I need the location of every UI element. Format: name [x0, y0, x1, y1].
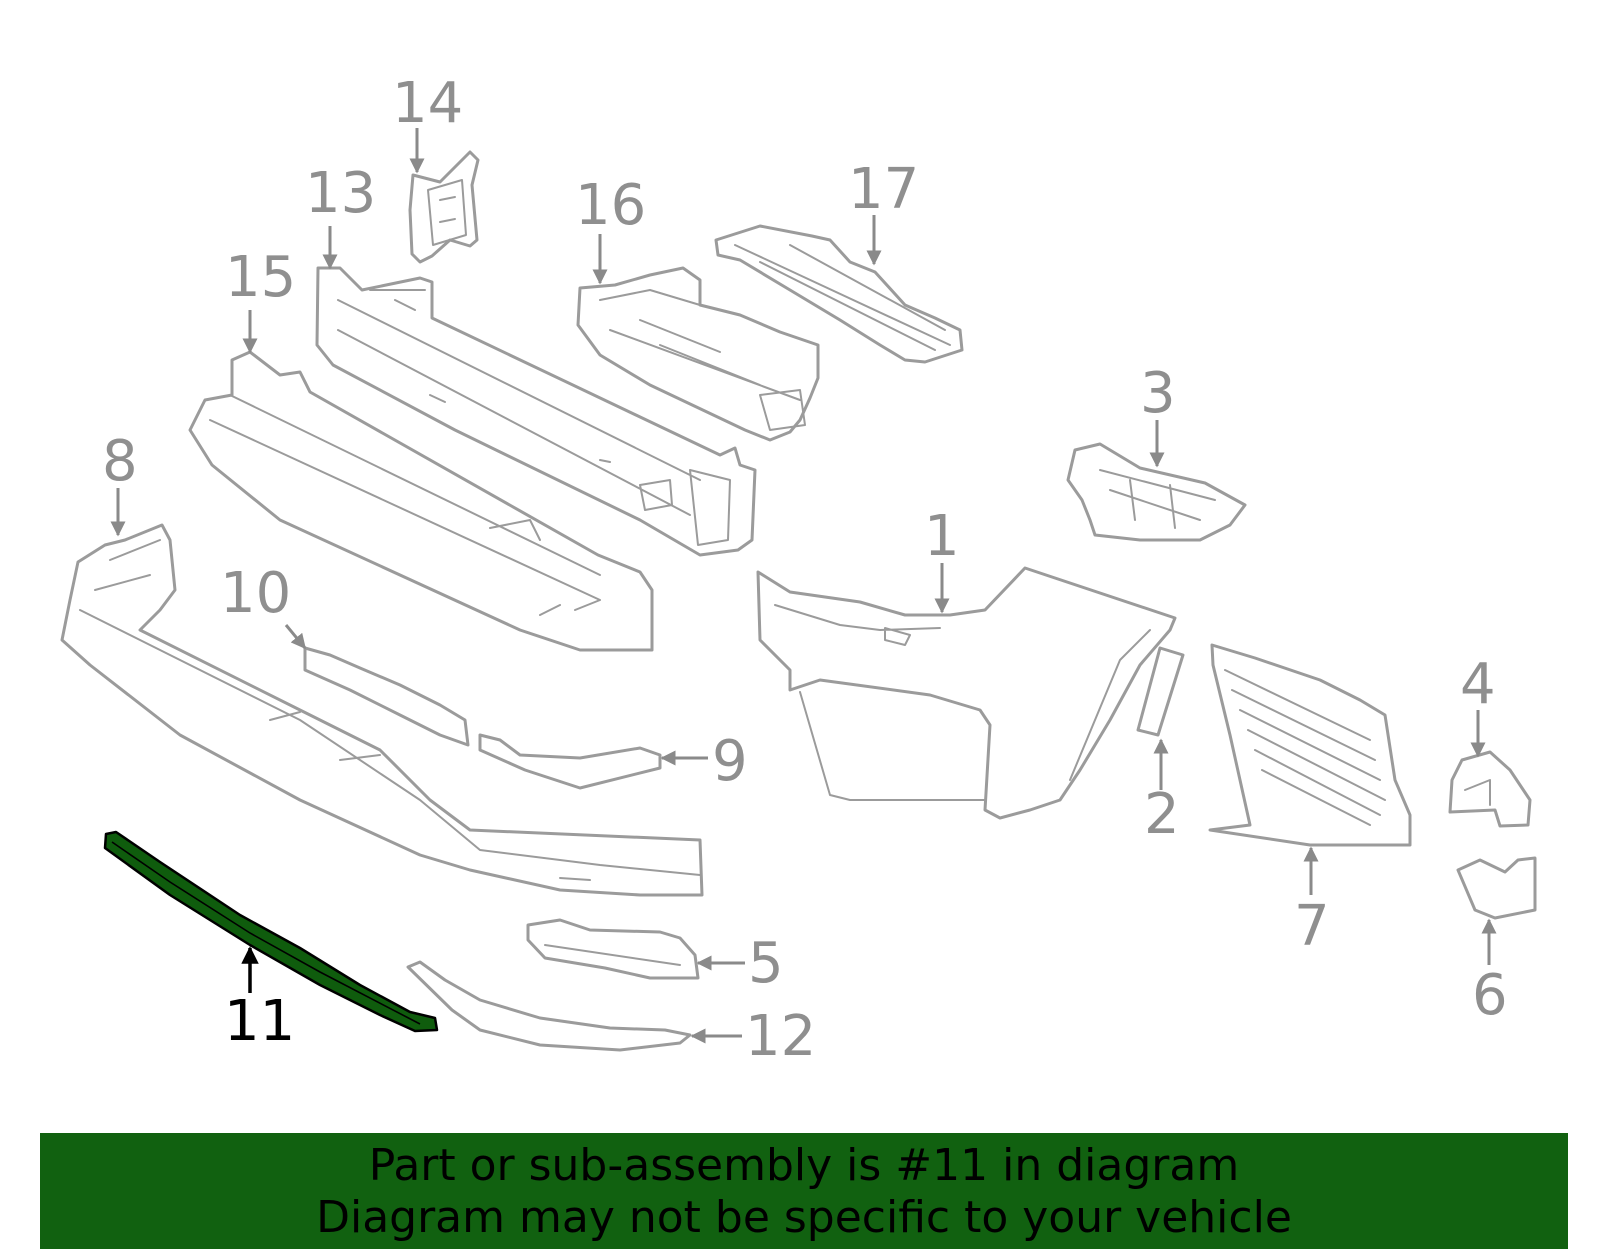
callout-labels: 14 13 15 16 17 3 1 8 10 9 2 7 4 6 5 12 1…: [102, 71, 1508, 1069]
callout-15: 15: [225, 245, 296, 310]
callout-9: 9: [712, 729, 748, 794]
part-4-bracket: [1448, 750, 1532, 828]
callout-10: 10: [220, 561, 291, 626]
callout-4: 4: [1460, 652, 1496, 717]
info-banner: Part or sub-assembly is #11 in diagram D…: [40, 1133, 1568, 1249]
part-16-support: [576, 266, 820, 442]
callout-1: 1: [924, 504, 960, 569]
callout-3: 3: [1140, 361, 1176, 426]
part-7-grille: [1208, 643, 1412, 847]
banner-line-1: Part or sub-assembly is #11 in diagram: [368, 1140, 1240, 1191]
part-14-bracket: [408, 150, 480, 264]
banner-line-2: Diagram may not be specific to your vehi…: [316, 1192, 1292, 1243]
part-12-lip: [406, 960, 692, 1052]
part-17-bracket: [714, 224, 964, 364]
part-6-cover: [1456, 856, 1537, 920]
callout-6: 6: [1472, 963, 1508, 1028]
part-8-lower-bumper: [60, 523, 704, 897]
callout-11: 11: [224, 989, 295, 1054]
part-13-beam: [315, 266, 757, 557]
part-2-strip: [1136, 646, 1185, 737]
callout-8: 8: [102, 429, 138, 494]
callout-2: 2: [1144, 782, 1180, 847]
part-1-cover: [756, 566, 1177, 820]
callout-7: 7: [1294, 894, 1330, 959]
part-10-strip: [303, 646, 470, 747]
part-9-bracket: [478, 733, 662, 790]
callout-13: 13: [305, 161, 376, 226]
part-15-absorber: [188, 350, 654, 652]
callout-12: 12: [745, 1004, 816, 1069]
callout-17: 17: [848, 157, 919, 222]
callout-14: 14: [392, 71, 463, 136]
leader-10: [284, 624, 307, 650]
part-5-bracket: [526, 918, 700, 980]
leader-arrows: [110, 128, 1497, 1044]
part-3-bracket: [1066, 442, 1247, 542]
part-11-reinforcement: [103, 830, 439, 1033]
callout-5: 5: [748, 931, 784, 996]
callout-16: 16: [575, 173, 646, 238]
